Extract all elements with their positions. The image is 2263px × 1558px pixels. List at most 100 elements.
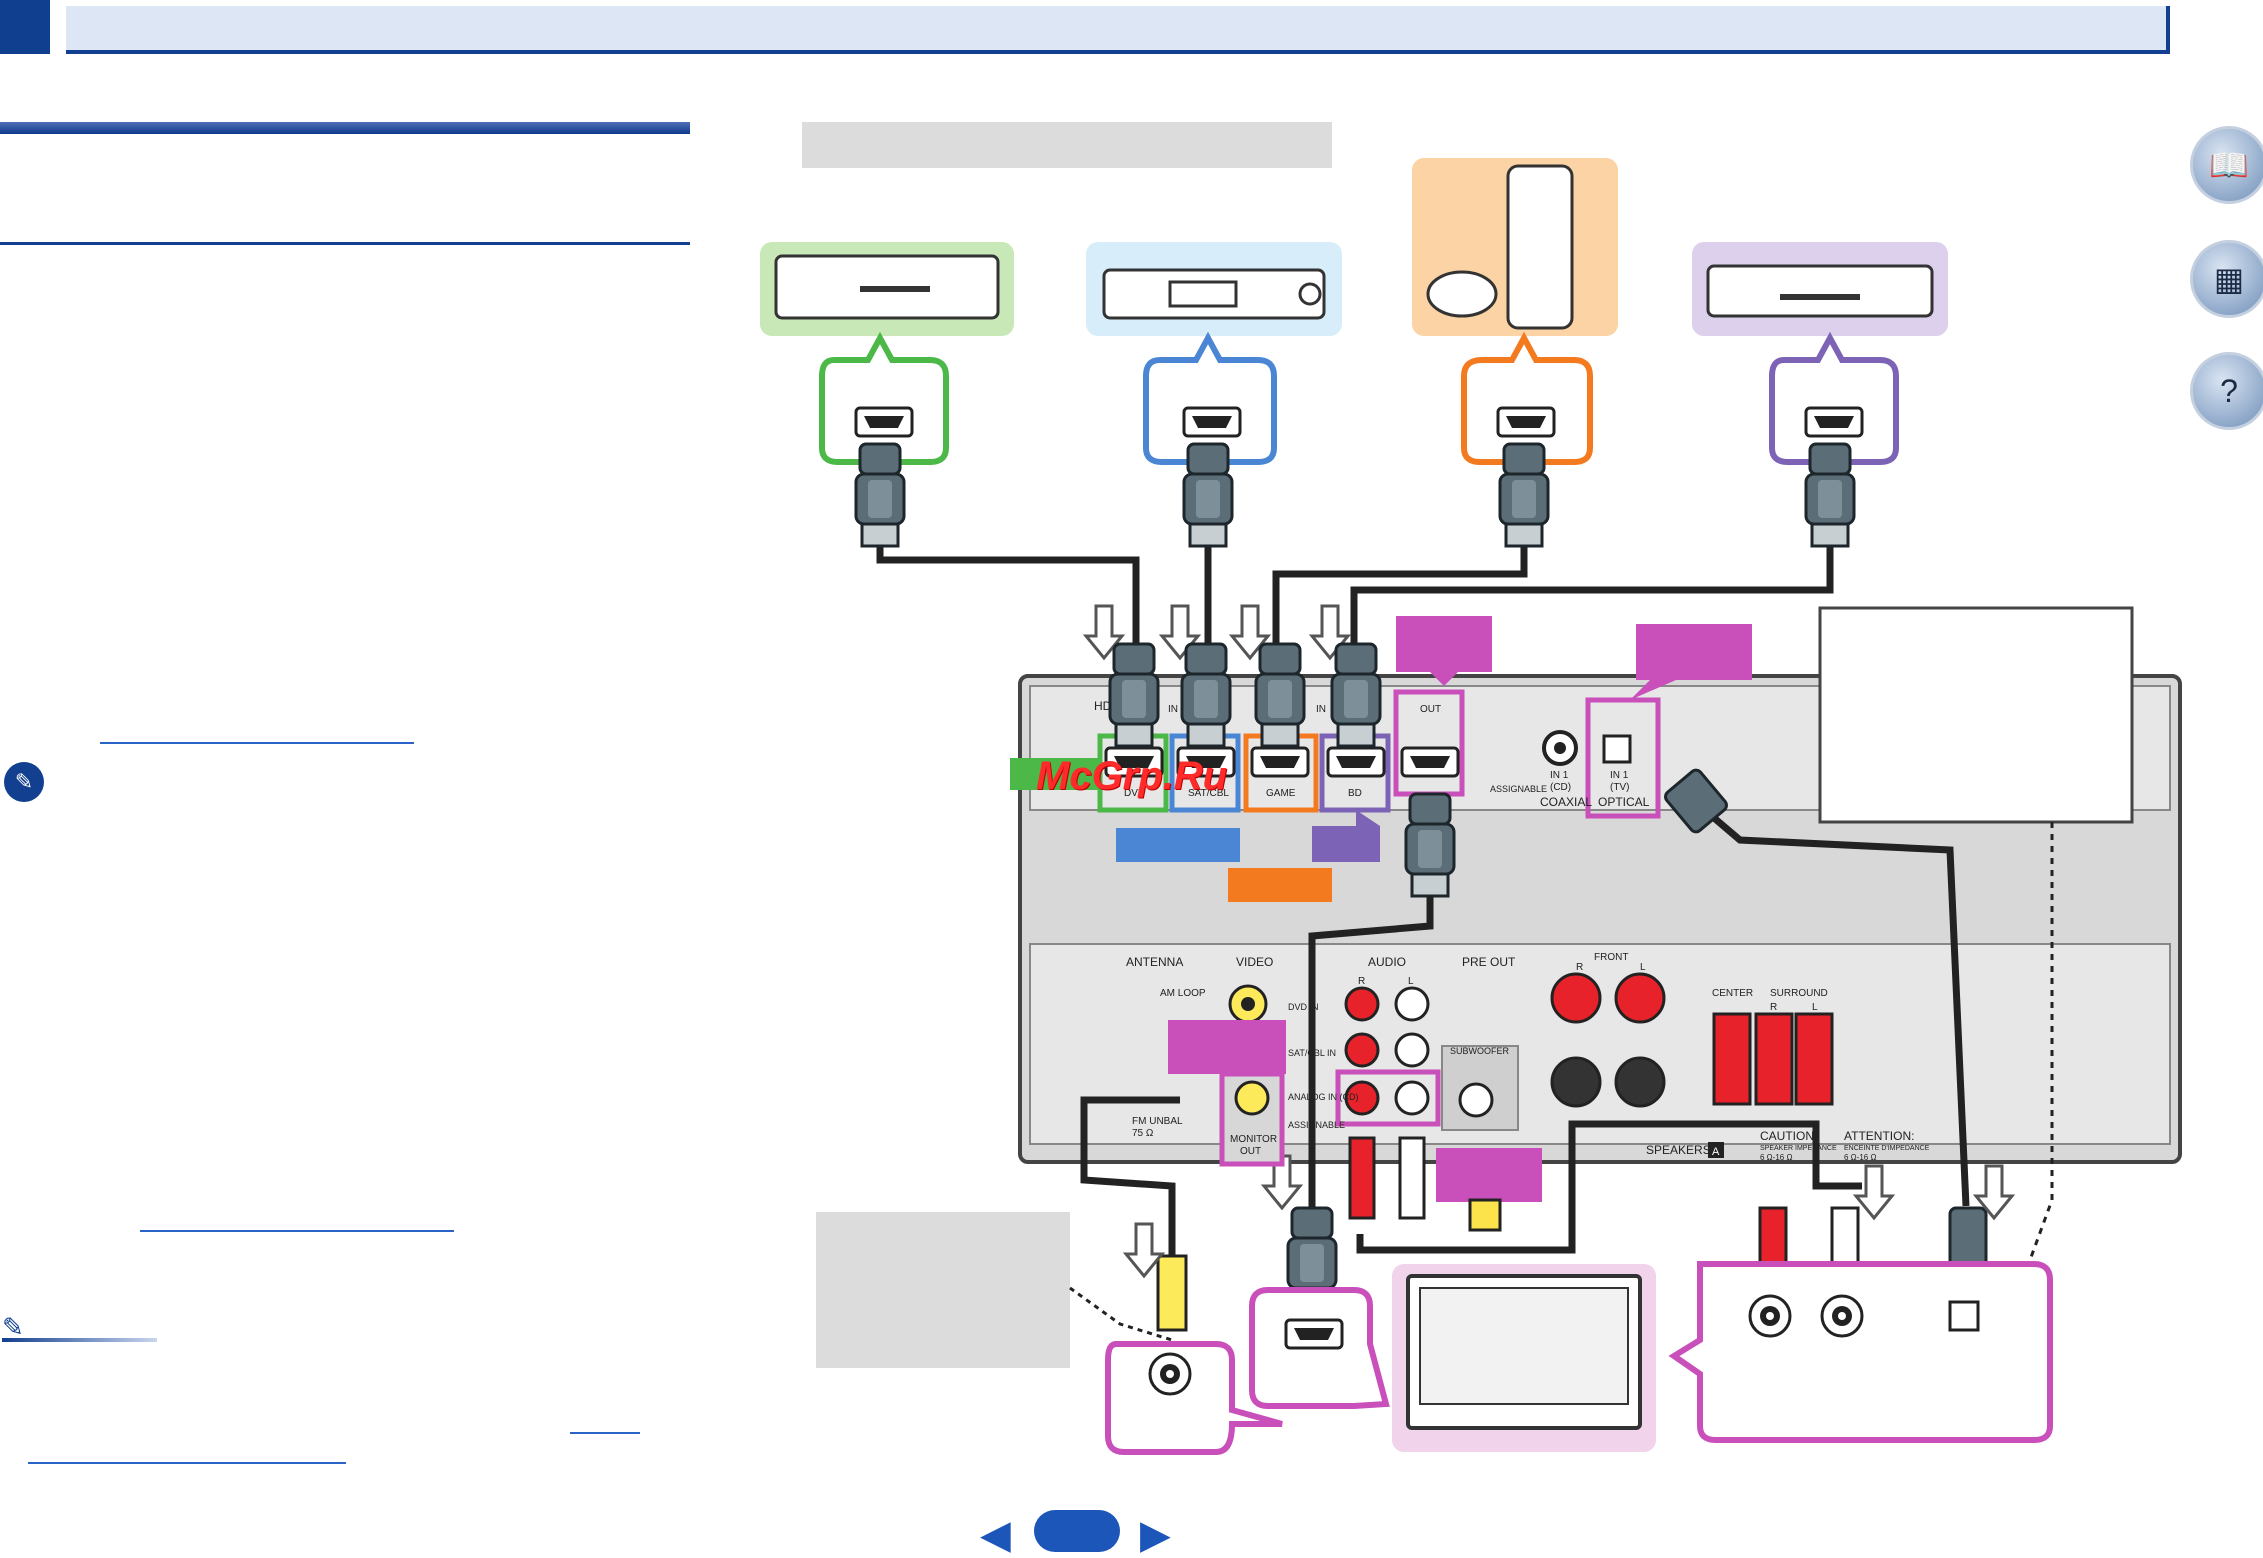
attention-label: ATTENTION: [1844, 1129, 1914, 1143]
page-number-pill[interactable] [1034, 1510, 1120, 1552]
sat-in-label: SAT/CBL IN [1288, 1048, 1336, 1058]
optical-in-sub-label: (TV) [1610, 782, 1629, 793]
bd-hdmi-plug [1804, 442, 1856, 548]
am-loop-label: AM LOOP [1160, 988, 1206, 999]
chapter-header-band [66, 6, 2170, 54]
important-pin-icon: ✎ [4, 762, 44, 802]
video-jack-column [1219, 984, 1285, 1167]
watermark-text: McGrp.Ru [1036, 754, 1228, 798]
dvd-hdmi-plug [854, 442, 906, 548]
top-banner [0, 0, 2263, 58]
optical-callout [1636, 624, 1752, 680]
speakers-a-badge: A [1712, 1146, 1720, 1158]
audio-jacks [1335, 986, 1441, 1127]
hdmi-out-label: OUT [1420, 704, 1441, 715]
optical-label: OPTICAL [1598, 795, 1650, 809]
speaker-impedance-label: SPEAKER IMPEDANCE [1760, 1145, 1837, 1152]
coaxial-in-label: IN 1 [1550, 770, 1569, 781]
center-label: CENTER [1712, 988, 1753, 999]
hint-pencil-icon [1468, 1198, 1502, 1232]
note-box-left [816, 1212, 1070, 1368]
bd-hdmi-callout [1769, 331, 1899, 465]
sat-hdmi-callout [1143, 331, 1277, 465]
diagram-title-box [802, 122, 1332, 168]
dvd-color-tab [1010, 758, 1100, 790]
note-underline [2, 1338, 157, 1342]
hdmi-in-prefix-label: HD [1094, 699, 1112, 713]
bd-color-tab [1312, 810, 1380, 862]
optical-frame [1585, 697, 1661, 819]
hdmi-in-label-2: IN [1316, 704, 1326, 715]
front-r-label: R [1576, 962, 1583, 973]
hdmi-out-plug [1404, 792, 1456, 898]
video-label: VIDEO [1236, 955, 1273, 969]
surround-r-label: R [1770, 1002, 1777, 1013]
optical-in-label: IN 1 [1610, 770, 1629, 781]
faq-help-icon[interactable]: ? [2190, 352, 2263, 430]
coaxial-in-sub-label: (CD) [1550, 782, 1571, 793]
cross-reference-link-2[interactable] [140, 1230, 454, 1232]
monitor-out-label: MONITOR [1230, 1134, 1277, 1145]
bluray-player-device [1692, 242, 1948, 336]
game-hdmi-plug [1498, 442, 1550, 548]
port-bd-label: BD [1348, 788, 1362, 799]
assignable2-label: ASSIGNABLE [1288, 1120, 1345, 1130]
note-box-right [1818, 606, 2134, 824]
note-pencil-icon: ✎ [2, 1312, 24, 1342]
subwoofer-jack [1441, 1045, 1519, 1131]
sat-color-tab [1116, 828, 1240, 862]
subwoofer-label: SUBWOOFER [1450, 1046, 1510, 1056]
optical-jack [1602, 734, 1632, 764]
section-title-bar [0, 122, 690, 134]
sat-hdmi-plug [1182, 442, 1234, 548]
fm-label: FM UNBAL [1132, 1116, 1183, 1127]
speakers-a-label: SPEAKERS [1646, 1143, 1711, 1157]
tv-audio-out-callout [1668, 1261, 2053, 1443]
cross-reference-link-4[interactable] [28, 1462, 346, 1464]
attention-ohm-label: 6 Ω-16 Ω [1844, 1153, 1876, 1162]
hdmi-in-label-1: IN [1168, 704, 1178, 715]
antenna-label: ANTENNA [1126, 955, 1183, 969]
surround-label: SURROUND [1770, 988, 1828, 999]
optical-plug-receiver [1664, 768, 1728, 834]
port-dvd-label: DVD [1124, 788, 1145, 799]
manual-book-icon[interactable]: 📖 [2190, 126, 2263, 204]
monitor-out-label-2: OUT [1240, 1146, 1261, 1157]
dvd-in-label: DVD IN [1288, 1002, 1319, 1012]
yellow-rca-plug [1156, 1254, 1188, 1332]
monitor-out-callout [1168, 1020, 1286, 1074]
audio-label: AUDIO [1368, 955, 1406, 969]
pre-out-label: PRE OUT [1462, 955, 1516, 969]
previous-page-arrow-icon[interactable]: ◀ [980, 1513, 1011, 1557]
tv-audio-callout [1436, 1148, 1542, 1202]
tv-in-label: ANALOG IN (CD) [1288, 1092, 1359, 1102]
hdmi-out-callout [1396, 616, 1492, 672]
chapter-tab[interactable] [0, 0, 50, 54]
game-console-device [1412, 158, 1618, 336]
game-hdmi-callout [1461, 331, 1593, 465]
caution-ohm-label: 6 Ω-16 Ω [1760, 1153, 1792, 1162]
port-sat-label: SAT/CBL [1188, 788, 1229, 799]
front-l-label: L [1640, 962, 1646, 973]
port-game-label: GAME [1266, 788, 1296, 799]
next-page-arrow-icon[interactable]: ▶ [1140, 1513, 1171, 1557]
assignable-label: ASSIGNABLE [1490, 784, 1547, 794]
audio-l-label: L [1408, 976, 1414, 987]
remote-control-icon[interactable]: ▦ [2190, 240, 2263, 318]
game-color-tab [1228, 810, 1332, 902]
front-label: FRONT [1594, 952, 1628, 963]
section-title-rule [0, 242, 690, 245]
speaker-terminals [1550, 972, 1834, 1108]
surround-l-label: L [1812, 1002, 1818, 1013]
cross-reference-link[interactable] [100, 742, 414, 744]
coaxial-label: COAXIAL [1540, 795, 1592, 809]
cross-reference-link-3[interactable] [570, 1432, 640, 1434]
dvd-hdmi-callout [819, 331, 949, 465]
audio-r-label: R [1358, 976, 1365, 987]
satellite-receiver-device [1086, 242, 1342, 336]
dvd-player-device [760, 242, 1014, 336]
fm-ohm-label: 75 Ω [1132, 1128, 1154, 1139]
attention-sub-label: ENCEINTE D'IMPEDANCE [1844, 1145, 1930, 1152]
caution-label: CAUTION: [1760, 1129, 1817, 1143]
